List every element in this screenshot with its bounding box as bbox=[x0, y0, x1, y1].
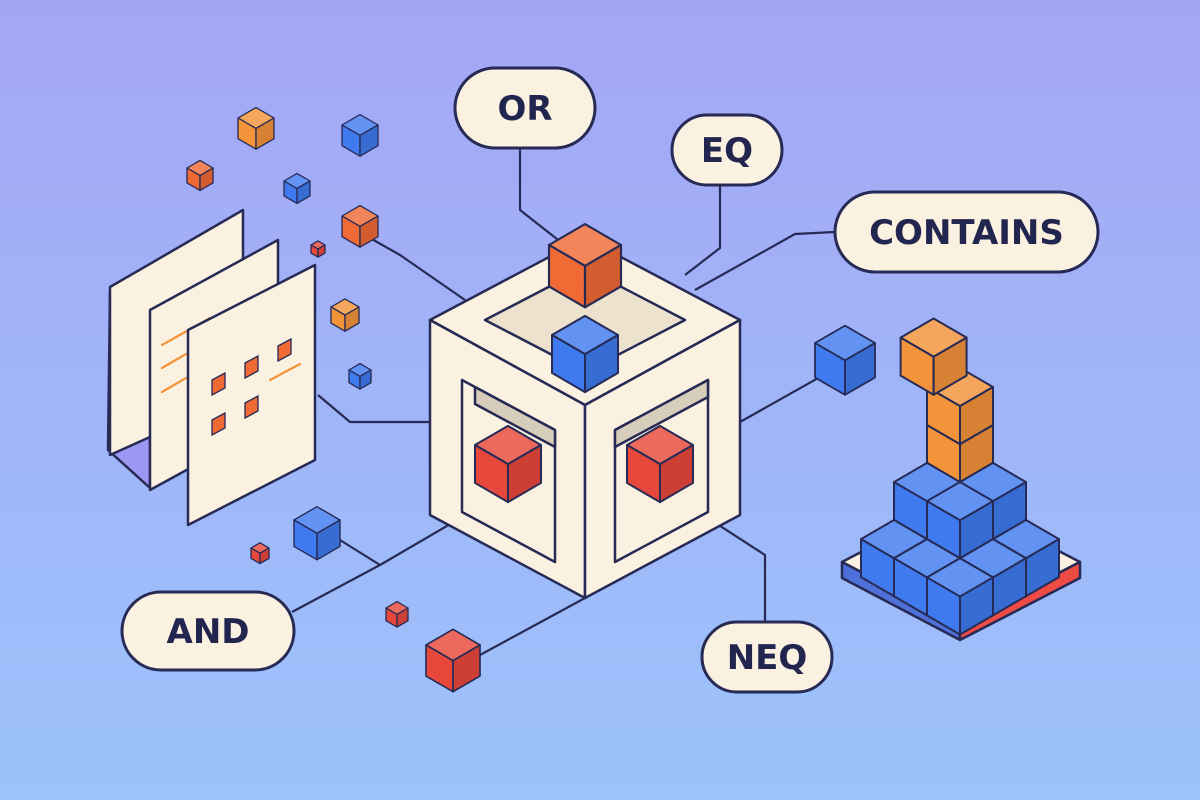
operator-labels: OR EQ CONTAINS AND NEQ bbox=[120, 66, 1100, 694]
operator-label-or: OR bbox=[497, 89, 552, 129]
operator-pill-neq: NEQ bbox=[700, 620, 834, 694]
query-cube-right-icon bbox=[626, 424, 694, 504]
query-cube-left-icon bbox=[474, 424, 542, 504]
operator-label-contains: CONTAINS bbox=[869, 213, 1064, 253]
stacked-blocks-icon bbox=[840, 317, 1082, 642]
operator-label-neq: NEQ bbox=[727, 638, 808, 678]
floating-cubes bbox=[186, 106, 876, 693]
floating-cube-icon bbox=[293, 505, 341, 561]
stacked-block-icon bbox=[926, 557, 994, 636]
query-cube-top-icon bbox=[547, 223, 623, 309]
operator-label-and: AND bbox=[167, 612, 250, 652]
floating-cube-icon bbox=[341, 204, 379, 248]
floating-cube-icon bbox=[186, 159, 214, 192]
floating-cube-icon bbox=[385, 600, 409, 628]
query-cube-inner-icon bbox=[551, 314, 619, 394]
floating-cube-icon bbox=[283, 172, 311, 205]
operator-label-eq: EQ bbox=[701, 131, 753, 171]
stacked-block-top-icon bbox=[899, 317, 968, 396]
operator-pill-or: OR bbox=[453, 66, 597, 150]
floating-cube-icon bbox=[330, 298, 360, 332]
floating-cube-icon bbox=[341, 113, 379, 157]
floating-cube-icon bbox=[425, 628, 481, 693]
floating-cube-icon bbox=[310, 240, 326, 258]
floating-cube-icon bbox=[250, 542, 270, 565]
stacked-block-icon bbox=[926, 481, 994, 560]
document-stack-icon bbox=[106, 208, 317, 527]
operator-pill-eq: EQ bbox=[670, 113, 784, 187]
floating-cube-icon bbox=[814, 324, 876, 396]
floating-cube-icon bbox=[348, 362, 372, 390]
document-grid bbox=[211, 337, 292, 437]
floating-cube-icon bbox=[237, 106, 275, 150]
operator-pill-and: AND bbox=[120, 590, 296, 672]
operator-pill-contains: CONTAINS bbox=[833, 190, 1100, 274]
